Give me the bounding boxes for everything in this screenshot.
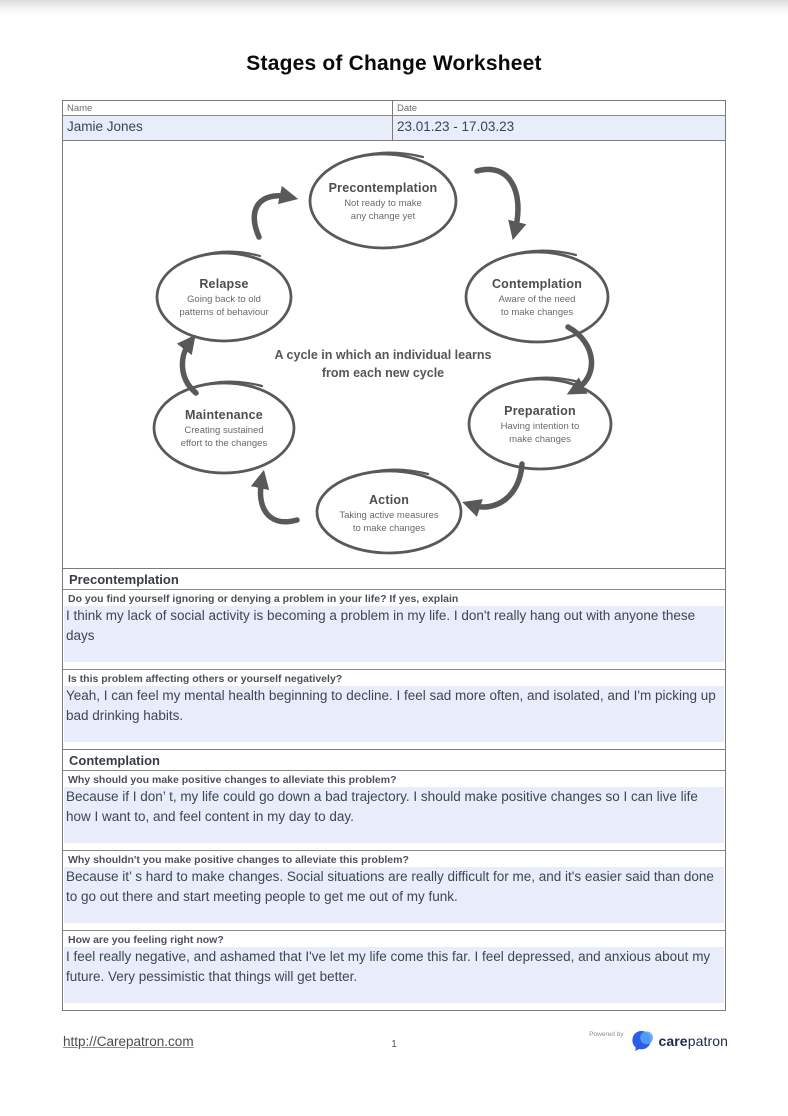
date-field[interactable]: 23.01.23 - 17.03.23 — [393, 115, 725, 140]
question-label: Why shouldn't you make positive changes … — [68, 854, 409, 866]
arrow-relapse-to-precontemplation — [251, 185, 299, 240]
arrow-contemplation-to-preparation — [565, 324, 595, 395]
page-top-shadow — [0, 0, 788, 15]
section-header-precontemplation: Precontemplation — [63, 568, 725, 589]
question-label: Why should you make positive changes to … — [68, 774, 397, 786]
answer-field[interactable]: Because if I don’ t, my life could go do… — [64, 787, 724, 843]
footer-link[interactable]: http://Carepatron.com — [63, 1034, 194, 1049]
page-number: 1 — [391, 1039, 397, 1050]
section-header-contemplation: Contemplation — [63, 749, 725, 770]
precontemplation-ellipse — [308, 152, 458, 250]
question-label: How are you feeling right now? — [68, 934, 224, 946]
cycle-caption: A cycle in which an individual learns fr… — [274, 348, 492, 380]
contemplation-ellipse — [464, 250, 610, 344]
qa-row: Why shouldn't you make positive changes … — [63, 850, 725, 930]
stage-contemplation: Contemplation Aware of the need to make … — [491, 277, 583, 318]
question-label: Do you find yourself ignoring or denying… — [68, 593, 459, 605]
qa-row: How are you feeling right now? I feel re… — [63, 930, 725, 1010]
answer-field[interactable]: I feel really negative, and ashamed that… — [64, 947, 724, 1003]
preparation-ellipse — [467, 377, 613, 471]
worksheet-table: Name Date Jamie Jones 23.01.23 - 17.03.2… — [62, 100, 726, 1011]
powered-by-label: Powered by — [589, 1031, 624, 1038]
answer-field[interactable]: Because it’ s hard to make changes. Soci… — [64, 867, 724, 923]
stage-maintenance: Maintenance Creating sustained effort to… — [180, 408, 268, 449]
action-ellipse — [315, 469, 463, 555]
qa-row: Why should you make positive changes to … — [63, 770, 725, 850]
carepatron-wordmark: carepatron — [658, 1033, 728, 1049]
maintenance-ellipse — [152, 381, 296, 475]
stages-of-change-diagram: Precontemplation Not ready to make any c… — [63, 140, 725, 568]
meta-table: Name Date Jamie Jones 23.01.23 - 17.03.2… — [63, 101, 725, 140]
answer-field[interactable]: I think my lack of social activity is be… — [64, 606, 724, 662]
question-label: Is this problem affecting others or your… — [68, 673, 343, 685]
answer-field[interactable]: Yeah, I can feel my mental health beginn… — [64, 686, 724, 742]
powered-by-carepatron: Powered by carepatron — [589, 1027, 728, 1055]
stage-preparation: Preparation Having intention to make cha… — [500, 404, 580, 445]
name-field[interactable]: Jamie Jones — [63, 115, 393, 140]
arrow-preparation-to-action — [462, 461, 525, 517]
date-label: Date — [393, 101, 725, 115]
arrow-precontemplation-to-contemplation — [474, 166, 527, 241]
name-label: Name — [63, 101, 393, 115]
arrow-maintenance-to-relapse — [176, 334, 199, 396]
stage-action: Action Taking active measures to make ch… — [339, 493, 439, 534]
qa-row: Do you find yourself ignoring or denying… — [63, 589, 725, 669]
carepatron-logo-icon — [632, 1031, 654, 1051]
page-title: Stages of Change Worksheet — [246, 52, 542, 75]
qa-row: Is this problem affecting others or your… — [63, 669, 725, 749]
arrow-action-to-maintenance — [250, 469, 300, 525]
stage-relapse: Relapse Going back to old patterns of be… — [179, 277, 269, 318]
relapse-ellipse — [155, 251, 293, 343]
cycle-diagram-svg — [152, 151, 613, 555]
stage-precontemplation: Precontemplation Not ready to make any c… — [328, 181, 438, 222]
